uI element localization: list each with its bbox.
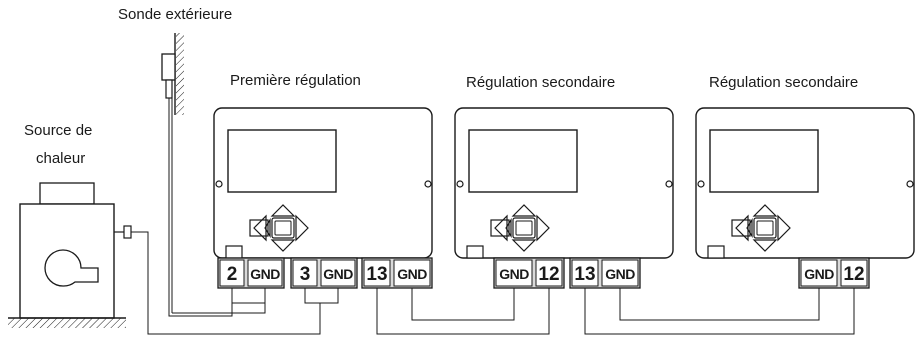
terminal-label: GND: [250, 266, 280, 282]
outdoor-sensor-label: Sonde extérieure: [118, 6, 232, 23]
terminal-label: 12: [538, 264, 559, 285]
terminal-label: GND: [804, 266, 834, 282]
secondary-controller-1-terminals: GND 12 13 GND: [493, 257, 641, 289]
terminal-label: 3: [300, 264, 311, 285]
secondary-controller-2-terminals: GND 12: [798, 257, 870, 289]
secondary-controller-2-label: Régulation secondaire: [709, 74, 858, 91]
secondary-controller-1: [454, 107, 674, 259]
heat-source-label-line1: Source de: [24, 122, 92, 139]
heat-source: [8, 182, 132, 328]
secondary-controller-2: [695, 107, 915, 259]
terminal-label: GND: [397, 266, 427, 282]
terminal-label: GND: [499, 266, 529, 282]
first-controller: [213, 107, 433, 259]
terminal-label: 2: [227, 264, 238, 285]
wiring: [131, 98, 855, 335]
terminal-label: GND: [323, 266, 353, 282]
terminal-label: 13: [574, 264, 595, 285]
terminal-label: GND: [605, 266, 635, 282]
outdoor-sensor: [161, 33, 184, 115]
heat-source-label-line2: chaleur: [36, 150, 85, 167]
terminal-label: 13: [366, 264, 387, 285]
terminal-label: 12: [843, 264, 864, 285]
first-controller-terminals: 2 GND 3 GND 13 GND: [217, 257, 433, 289]
first-controller-label: Première régulation: [230, 72, 361, 89]
secondary-controller-1-label: Régulation secondaire: [466, 74, 615, 91]
